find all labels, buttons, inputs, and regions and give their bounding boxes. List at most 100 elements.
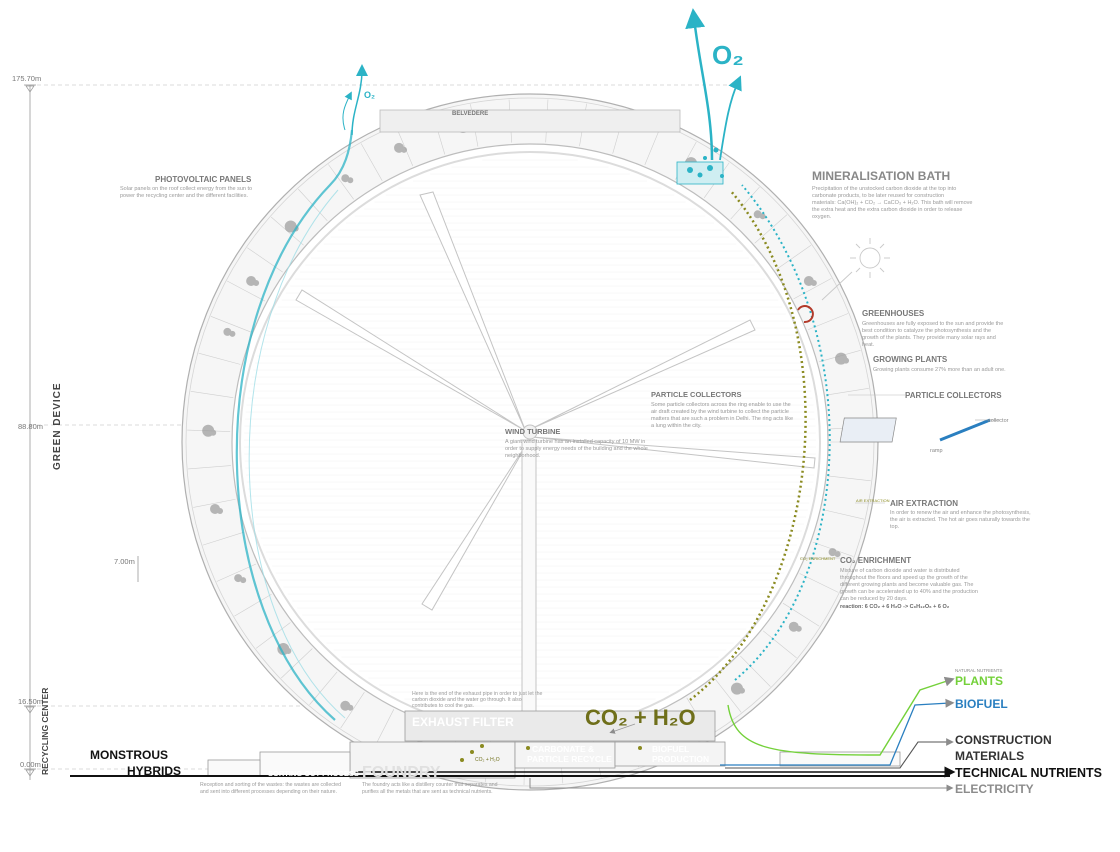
exhaust-note-line: contributes to cool the gas. — [412, 703, 474, 709]
mineralisation-text-line: materials: Ca(OH)₂ + CO₂ → CaCO₃ + H₂O. … — [812, 200, 972, 206]
collector-tag: collector — [988, 418, 1009, 424]
sorting-text-line: Reception and sorting of the wastes: the… — [200, 782, 341, 788]
photovoltaic-text-line: power the recycling center and the diffe… — [120, 193, 248, 199]
tree-icon — [210, 429, 217, 436]
output-plants: PLANTS — [955, 674, 1003, 688]
air-extraction-tag: AIR EXTRACTION — [856, 498, 890, 503]
co2-enrichment-text-line: growth can be accelerated up to 40% and … — [840, 589, 978, 595]
greenhouses-title: GREENHOUSES — [862, 309, 925, 318]
biofuel-production-line2: PRODUCTION — [652, 754, 709, 764]
output-construction-1: CONSTRUCTION — [955, 733, 1052, 747]
carbonate-line2: PARTICLE RECYCLE — [527, 754, 612, 764]
tree-icon — [401, 146, 408, 153]
tree-icon — [795, 625, 802, 632]
elevation-triangle-icon — [25, 85, 35, 93]
foundry-text-line: The foundry acts like a distillery count… — [362, 782, 498, 788]
tree-icon — [229, 330, 236, 337]
greenhouses-text-line: Greenhouses are fully exposed to the sun… — [862, 321, 1003, 327]
output-flow-lines — [355, 676, 956, 792]
exhaust-note-line: carbon dioxide and the water go through.… — [412, 697, 522, 703]
exhaust-filter-title: EXHAUST FILTER — [412, 715, 514, 729]
co2-h2o-small: CO₂ + H₂O — [475, 757, 500, 763]
sorting-text-line: and sent into different processes depend… — [200, 789, 337, 795]
tree-icon — [810, 280, 817, 286]
collector-detail — [839, 417, 1000, 443]
tree-icon — [240, 577, 247, 584]
tree-icon — [843, 357, 850, 364]
particle-collectors-text-line: matters that are such a problem in Delhi… — [651, 416, 793, 422]
greenhouses-text-line: heat. — [862, 342, 875, 348]
recycling-center-base — [207, 710, 901, 779]
tree-icon — [217, 507, 224, 514]
belvedere-deck — [379, 109, 681, 133]
co2-olive-dots — [460, 744, 642, 762]
growing-plants-title: GROWING PLANTS — [873, 355, 948, 364]
elevation-top: 175.70m — [12, 74, 41, 83]
recycle-swirl-icon — [797, 305, 814, 324]
monstrous-line1: MONSTROUS — [90, 748, 168, 762]
particle-collectors-title: PARTICLE COLLECTORS — [651, 390, 742, 399]
tree-icon — [253, 280, 260, 286]
particle-collectors-text-line: a lung within the city. — [651, 423, 702, 429]
bubble-icons — [687, 147, 724, 178]
mineralisation-text-line: Precipitation of the unstocked carbon di… — [812, 186, 956, 192]
wind-turbine-text-line: order to supply energy needs of the buil… — [505, 446, 648, 452]
greenhouses-text-line: best condition to catalyze the photosynt… — [862, 328, 991, 334]
carbonate-line1: CARBONATE & — [532, 744, 594, 754]
section-recycling-center: RECYCLING CENTER — [40, 688, 50, 775]
tree-icon — [347, 704, 354, 711]
air-extraction-text-line: In order to renew the air and enhance th… — [890, 510, 1031, 516]
co2-enrichment-title: CO₂ ENRICHMENT — [840, 556, 911, 565]
co2-flow-right — [689, 189, 807, 701]
elevation-triangle-icon — [25, 706, 35, 714]
air-extraction-text-line: the air is extracted. The hot air goes n… — [890, 517, 1030, 523]
tree-icon — [738, 687, 745, 694]
annotation-leaders — [800, 394, 905, 559]
elevation-mid: 88.80m — [18, 422, 43, 431]
air-extraction-text-line: top. — [890, 524, 900, 530]
co2-enrichment-tag: CO₂ ENRICHMENT — [800, 556, 836, 561]
foundry-text-line: purifies all the metals that are sent as… — [362, 789, 493, 795]
co2-reaction: reaction: 6 CO₂ + 6 H₂O -> C₆H₁₂O₆ + 6 O… — [840, 604, 950, 610]
mineralisation-text-line: carbonate products, to be later reused f… — [812, 193, 944, 199]
mineralisation-title: MINERALISATION BATH — [812, 169, 950, 183]
elevation-ground: 0.00m — [20, 760, 41, 769]
output-technical: TECHNICAL NUTRIENTS — [955, 766, 1102, 780]
section-green-device: GREEN DEVICE — [52, 382, 63, 470]
elevation-triangle-icon — [25, 769, 35, 777]
output-construction-2: MATERIALS — [955, 749, 1024, 763]
photovoltaic-title: PHOTOVOLTAIC PANELS — [155, 175, 252, 184]
exhaust-note-line: Here is the end of the exhaust pipe in o… — [412, 691, 542, 697]
oxygen-arrow-small-2 — [342, 91, 352, 131]
co2-enrichment-text-line: Mixture of carbon dioxide and water is d… — [840, 568, 960, 574]
elevation-axis — [24, 84, 139, 780]
ramp-tag: ramp — [930, 448, 943, 454]
particle-collectors-text-line: air draft created by the wind turbine to… — [651, 409, 789, 415]
particle-collectors-text-line: Some particle collectors across the ring… — [651, 402, 791, 408]
co2-enrichment-text-line: can be reduced by 20 days. — [840, 596, 908, 602]
belvedere-label: BELVEDERE — [452, 111, 488, 117]
tree-icon — [285, 647, 292, 654]
oxygen-arrow-small — [351, 64, 368, 136]
greenhouses-text-line: growth of the plants. They provide many … — [862, 335, 996, 341]
tree-icon — [759, 213, 766, 220]
mineralisation-text-line: oxygen. — [812, 214, 832, 220]
oxygen-arrow-large — [685, 8, 714, 161]
elevation-low: 16.50m — [18, 697, 43, 706]
co2-enrichment-text-line: different growing plants and become valu… — [840, 582, 973, 588]
tree-icon — [347, 177, 354, 184]
mineralisation-text-line: the extra heat and the extra carbon diox… — [812, 207, 962, 213]
oxygen-flow-left-outer — [248, 189, 346, 719]
wind-turbine-text-line: neighborhood. — [505, 453, 541, 459]
wind-turbine-title: WIND TURBINE — [505, 427, 560, 436]
oxygen-arrow-large-2 — [719, 75, 742, 161]
particle-collectors-right-title: PARTICLE COLLECTORS — [905, 391, 1002, 400]
growing-plants-text-line: Growing plants consume 27% more than an … — [873, 367, 1006, 373]
co2-enrichment-text-line: throughout the floors and speed up the g… — [840, 575, 968, 581]
oxygen-flow-right — [734, 184, 831, 681]
wind-turbine — [295, 191, 816, 741]
photovoltaic-text-line: Solar panels on the roof collect energy … — [120, 186, 252, 192]
output-electricity: ELECTRICITY — [955, 782, 1034, 796]
